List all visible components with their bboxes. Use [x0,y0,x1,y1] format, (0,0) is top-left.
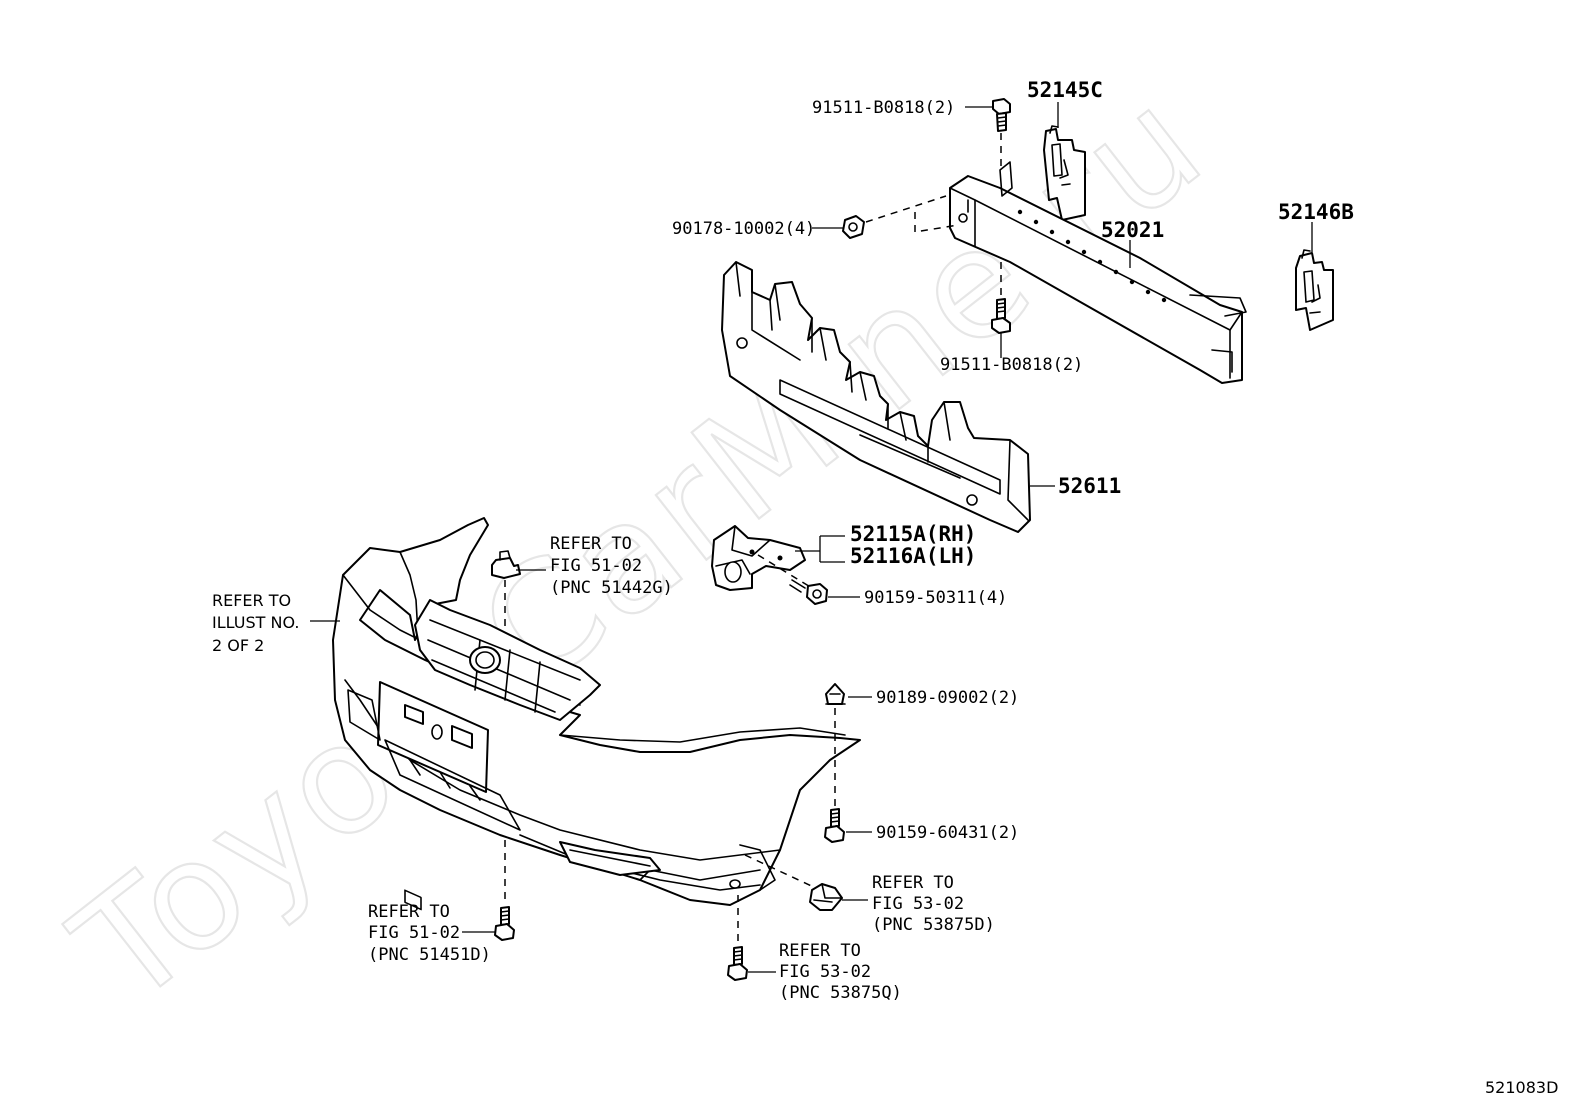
ref-left-line1: REFER TO [212,591,291,610]
bolt-top[interactable] [992,98,1011,132]
label-bracket-52146b: 52146B [1278,200,1354,224]
screw-51451d[interactable] [494,906,515,941]
ref-bl-line1: REFER TO [368,902,450,922]
ref-bl-line2: FIG 51-02 [368,923,460,943]
ref-top-line1: REFER TO [550,534,632,554]
ref-bm-line1: REFER TO [779,941,861,961]
clip-51442g[interactable] [491,550,521,579]
ref-br-line1: REFER TO [872,873,954,893]
energy-absorber[interactable] [721,261,1031,533]
screw-retainer[interactable] [789,579,828,605]
ref-bl-line3: (PNC 51451D) [368,945,491,965]
bumper-reinforcement[interactable] [949,161,1247,384]
reinforcement-holes [958,209,1167,303]
bracket-52145c[interactable] [1043,125,1086,221]
screw-53875q[interactable] [727,946,748,981]
screw-side[interactable] [824,808,845,843]
label-screw-side: 90159-60431(2) [876,823,1019,843]
watermark: ToyotaCarMine.ru [44,55,1235,1039]
label-retainer-lh: 52116A(LH) [850,544,976,568]
ref-top-line2: FIG 51-02 [550,556,642,576]
clip-90189[interactable] [825,683,846,705]
label-bolt-top: 91511-B0818(2) [812,98,955,118]
label-screw-retainer: 90159-50311(4) [864,588,1007,608]
nut[interactable] [842,215,865,239]
ref-left-line3: 2 OF 2 [212,636,264,655]
diagram-code: 521083D [1485,1078,1558,1097]
retainer-53875d[interactable] [809,883,843,911]
ref-top-line3: (PNC 51442G) [550,578,673,598]
bumper-cover[interactable] [332,517,861,911]
label-clip: 90189-09002(2) [876,688,1019,708]
ref-bm-line3: (PNC 53875Q) [779,983,902,1003]
label-reinforcement: 52021 [1101,218,1164,242]
label-bolt-mid: 91511-B0818(2) [940,355,1083,375]
ref-left-line2: ILLUST NO. [212,613,299,632]
ref-br-line2: FIG 53-02 [872,894,964,914]
label-absorber: 52611 [1058,474,1121,498]
bumper-retainer[interactable] [711,525,806,591]
bracket-52146b[interactable] [1295,249,1334,331]
bolt-mid[interactable] [991,298,1011,334]
label-nut: 90178-10002(4) [672,219,815,239]
label-bracket-52145c: 52145C [1027,78,1103,102]
ref-bm-line2: FIG 53-02 [779,962,871,982]
label-retainer-rh: 52115A(RH) [850,522,976,546]
ref-br-line3: (PNC 53875D) [872,915,995,935]
